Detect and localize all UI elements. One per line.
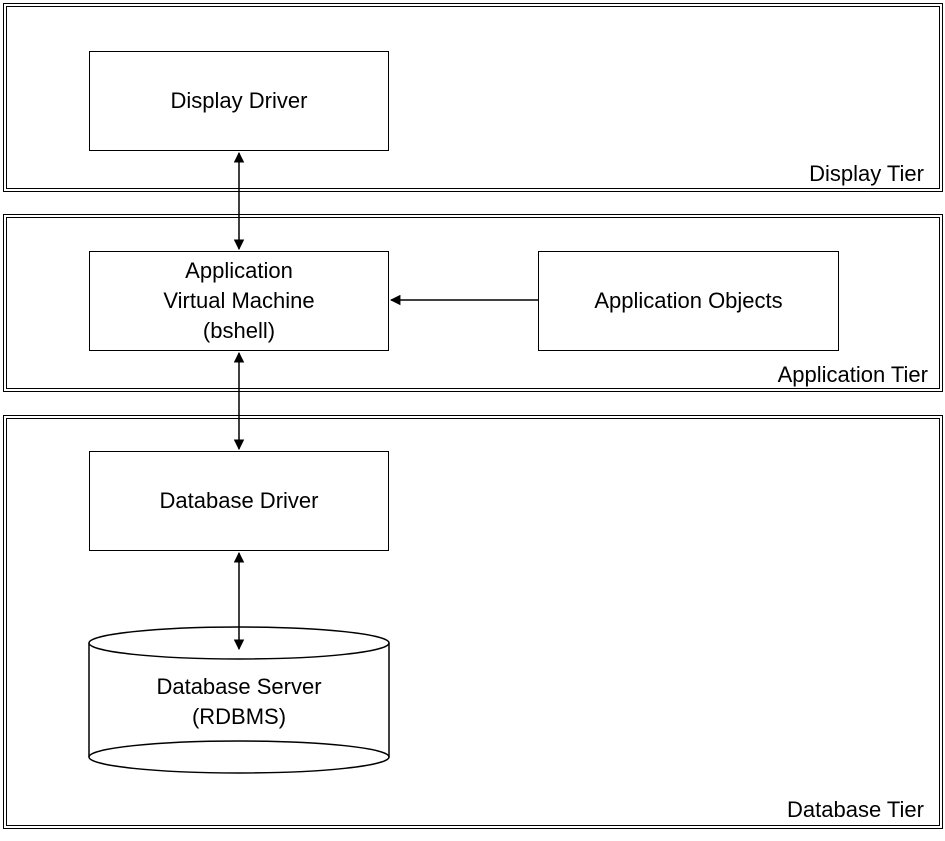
application-vm-line-2: Virtual Machine (163, 288, 315, 313)
application-tier (3, 214, 943, 392)
application-vm-line-1: Application (185, 258, 293, 283)
database-server-label: Database Server (RDBMS) (89, 672, 389, 732)
display-driver-label: Display Driver (170, 88, 308, 113)
application-objects-box: Application Objects (538, 251, 839, 351)
application-objects-label: Application Objects (594, 288, 783, 313)
application-tier-label: Application Tier (777, 362, 928, 387)
database-server-line-2: (RDBMS) (191, 704, 287, 729)
database-tier-label: Database Tier (787, 797, 924, 822)
display-tier-label: Display Tier (809, 161, 924, 186)
display-tier (3, 3, 943, 192)
application-vm-line-3: (bshell) (202, 318, 276, 343)
display-driver-box: Display Driver (89, 51, 389, 151)
database-driver-label: Database Driver (159, 488, 319, 513)
application-vm-box: Application Virtual Machine (bshell) (89, 251, 389, 351)
database-server-line-1: Database Server (156, 674, 322, 699)
database-tier (3, 415, 943, 829)
database-driver-box: Database Driver (89, 451, 389, 551)
